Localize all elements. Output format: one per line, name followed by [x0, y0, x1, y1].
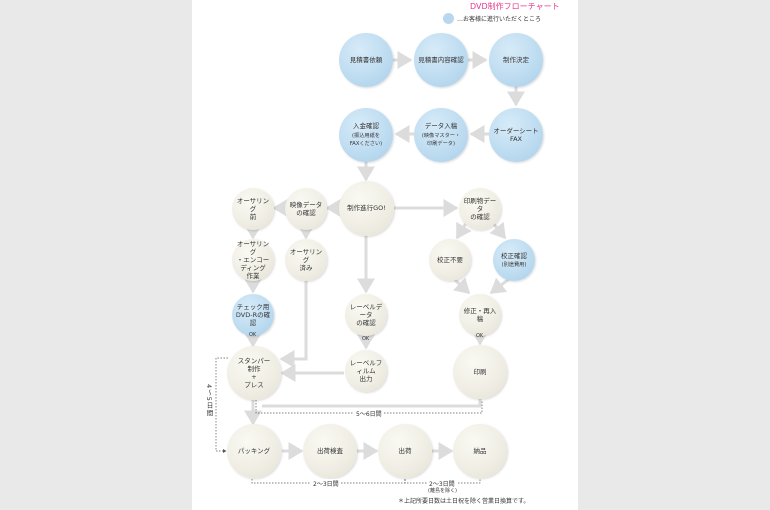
legend-text: …お客様に進行いただくところ — [457, 16, 542, 23]
node-data-nyuko: データ入稿(映像マスター・ 印刷データ) — [414, 108, 468, 162]
node-authoring-zumi: オーサリング 済み — [285, 239, 327, 281]
node-mitsumori-irai: 見積書依頼 — [339, 33, 393, 87]
duration-2-3-days-b: 2〜3日間 — [427, 479, 457, 488]
arrow-insatsu-to-fuyo — [455, 221, 472, 240]
legend: …お客様に進行いただくところ — [443, 13, 541, 24]
node-mitsumori-kakunin: 見積書内容確認 — [414, 33, 468, 87]
node-packing: パッキング — [227, 424, 281, 478]
node-kosei-main: 校正確認 — [501, 251, 527, 260]
node-data-nyuko-main: データ入稿 — [424, 122, 458, 131]
node-authoring-mae: オーサリング 前 — [232, 188, 274, 230]
ok-label-label: OK — [362, 336, 370, 342]
node-kosei-sub: (別途費用) — [501, 261, 527, 268]
node-seisaku-go: 制作進行GO! — [339, 181, 394, 236]
node-nyukin-main: 入金確認 — [352, 122, 379, 131]
bracket-2-3-days-b — [404, 476, 481, 484]
node-seisaku-kettei: 制作決定 — [489, 33, 543, 87]
node-label-film: レーベルフィルム 出力 — [345, 350, 387, 392]
node-nyukin-kakunin: 入金確認(振込用紙を FAXください) — [339, 108, 393, 162]
node-data-nyuko-sub: (映像マスター・ 印刷データ) — [421, 132, 461, 148]
duration-4-5-days: 4〜5日間 — [204, 384, 214, 417]
duration-2-3-days-a: 2〜3日間 — [311, 479, 341, 488]
node-insatsu-kakunin: 印刷物データ の確認 — [459, 188, 501, 230]
bracket-4-5-days — [215, 357, 228, 454]
arrow-insatsu-to-packing — [262, 399, 482, 408]
arrow-zumi-to-stamper — [279, 280, 308, 368]
node-insatsu: 印刷 — [453, 345, 507, 399]
node-check-dvdr: チェック用 DVD-Rの確認 — [232, 294, 274, 336]
node-eizo-kakunin: 映像データ の確認 — [285, 188, 327, 230]
node-order-sheet: オーダーシート FAX — [489, 108, 543, 162]
footnote: ＊上記所要日数は土日祝を除く営業日換算です。 — [398, 498, 530, 505]
node-nyukin-sub: (振込用紙を FAXください) — [349, 132, 383, 148]
node-nohin: 納品 — [453, 424, 507, 478]
node-shusei-nyuko: 修正・再入稿 — [459, 294, 501, 336]
node-shukka: 出荷 — [378, 424, 432, 478]
ritou-note: (離島を除く) — [428, 488, 457, 494]
page-title: DVD制作フローチャート — [470, 2, 560, 11]
arrow-kosei-to-shusei — [489, 277, 510, 295]
duration-5-6-days: 5〜6日間 — [354, 409, 384, 418]
ok-label-check: OK — [249, 332, 257, 338]
node-kosei-kakunin: 校正確認(別途費用) — [493, 239, 535, 281]
node-label-kakunin: レーベルデータ の確認 — [345, 294, 387, 336]
node-stamper: スタンパー 制作 + プレス — [227, 346, 281, 400]
legend-customer-dot — [443, 13, 454, 24]
node-authoring-encode: オーサリング ・エンコーディング 作業 — [232, 239, 274, 281]
node-shukka-kensa: 出荷検査 — [303, 424, 357, 478]
arrow-fuyo-to-shusei — [452, 277, 471, 295]
node-kosei-fuyo: 校正不要 — [429, 239, 471, 281]
arrow-insatsu-to-kosei — [489, 221, 507, 240]
ok-label-shusei: OK — [476, 333, 484, 339]
